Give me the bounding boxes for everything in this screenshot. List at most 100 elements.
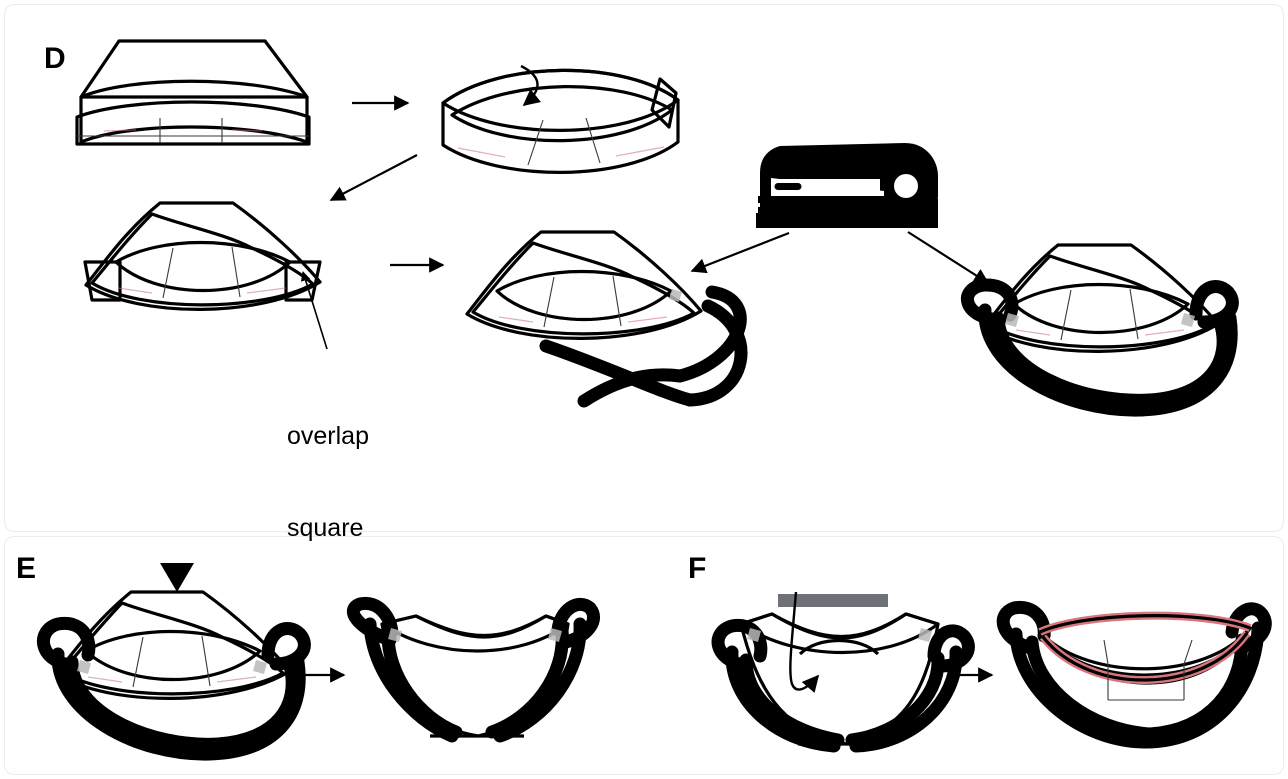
staple-mark [388, 628, 402, 642]
fold-mark [216, 676, 257, 683]
mask-bottom-band [75, 100, 311, 146]
ear-loop-band-right2 [493, 617, 587, 743]
staple-mark [548, 628, 562, 642]
down-triangle-marker [160, 563, 194, 592]
e-step-mask-with-loops [37, 563, 311, 761]
ear-loop-band-outer [1025, 633, 1249, 741]
fold-mark [117, 287, 153, 294]
f-step-finished-mask [996, 600, 1272, 749]
pleat-line [585, 117, 601, 164]
ear-loop-band-inner [978, 303, 1238, 417]
mask-band [988, 254, 1213, 349]
e-step-opened-mask [347, 596, 600, 743]
ear-loop-cord [683, 299, 748, 407]
d-step-fan-folded-mask [83, 201, 322, 311]
pleat-line [1183, 639, 1193, 665]
pleat-line [132, 636, 144, 688]
pleat-line [527, 119, 544, 166]
pleat-line [231, 246, 241, 298]
d-step-folded-flat-mask [75, 39, 311, 146]
oval-mask-inner [450, 85, 674, 143]
ear-loop-band-inner [51, 647, 306, 761]
mask-body [982, 243, 1220, 353]
ear-loop-cord [539, 339, 697, 407]
mask-top-band [739, 612, 940, 654]
nose-wire-bar [778, 594, 888, 607]
ear-loop-band-left [739, 653, 845, 747]
d-step-mask-two-loops [960, 243, 1239, 417]
pleat-line [612, 275, 622, 327]
fold-mark [627, 316, 668, 323]
panel-label-e: E [16, 552, 37, 585]
arrow-stapler-left [690, 231, 790, 274]
ear-loop-band-inner [1009, 621, 1265, 749]
mask-inner [84, 629, 262, 681]
stapler-anvil [758, 196, 888, 203]
staple-mark [1005, 313, 1019, 327]
overlap-annotation-line2: square [287, 513, 364, 542]
panel-ef-card [4, 536, 1284, 775]
oval-mask-tab [650, 77, 678, 129]
d-step-opened-oval-mask [441, 64, 680, 174]
pleat-line [201, 635, 211, 687]
staple-mark [77, 660, 91, 674]
pleat-line [1103, 639, 1109, 665]
staple-mark [1181, 313, 1195, 327]
staple-mark [918, 628, 932, 642]
fold-mark [87, 676, 123, 683]
stapler-pivot-hole [894, 174, 918, 198]
fan-mask-band [90, 212, 315, 307]
ear-loop-band-outer [65, 655, 299, 751]
fold-mark [457, 147, 506, 158]
mask-light-band [79, 79, 309, 144]
stapler-icon [756, 143, 938, 228]
pleat-line [1129, 288, 1139, 340]
finished-mask-top-outline [1039, 614, 1251, 634]
mask-band [471, 241, 696, 336]
mask-band [60, 601, 285, 696]
mask-body [54, 590, 292, 700]
overlap-square-leader [300, 271, 328, 350]
mask-body [465, 230, 703, 340]
overlap-square-annotation: overlap square [287, 360, 369, 604]
fold-mark [615, 146, 665, 157]
panel-label-f: F [688, 552, 707, 585]
fold-mark [246, 287, 287, 294]
arrow-stapler-right [907, 231, 990, 284]
pleat-line [162, 247, 174, 299]
pleat-line [1060, 289, 1072, 341]
fold-mark [1015, 329, 1051, 336]
fold-mark [498, 316, 534, 323]
ear-loop-band-left2 [363, 617, 459, 743]
mask-inner [1012, 282, 1190, 334]
overlap-annotation-line1: overlap [287, 422, 369, 450]
oval-mask-upper [441, 68, 680, 132]
overlap-square-left [83, 260, 122, 302]
d-step-mask-one-loop [465, 230, 748, 408]
hem-opening [798, 638, 880, 656]
f-step-nose-wire-insert [711, 591, 975, 753]
stapler-slot-wedge [771, 178, 884, 196]
fold-direction-arrow [520, 64, 542, 107]
pleat-line [543, 276, 555, 328]
fold-mark [103, 129, 137, 132]
staple-strip [774, 183, 802, 190]
finished-mask-bottom-outline [1041, 632, 1249, 682]
fan-mask-inner [114, 240, 292, 292]
stapler-foot [756, 213, 938, 228]
opened-mask-top-band [380, 614, 570, 653]
mask-inner [495, 269, 673, 321]
fold-mark [231, 129, 263, 132]
staple-mark [253, 660, 267, 674]
ear-loop-left [37, 616, 96, 672]
arrow-d2 [329, 154, 418, 201]
fan-mask-body [84, 201, 322, 311]
fold-mark [1144, 329, 1185, 336]
ear-loop-band-outer [991, 311, 1230, 407]
staple-mark [669, 289, 682, 302]
insertion-arrow [789, 591, 820, 693]
panel-label-d: D [44, 42, 66, 75]
panel-d-card [4, 4, 1284, 532]
